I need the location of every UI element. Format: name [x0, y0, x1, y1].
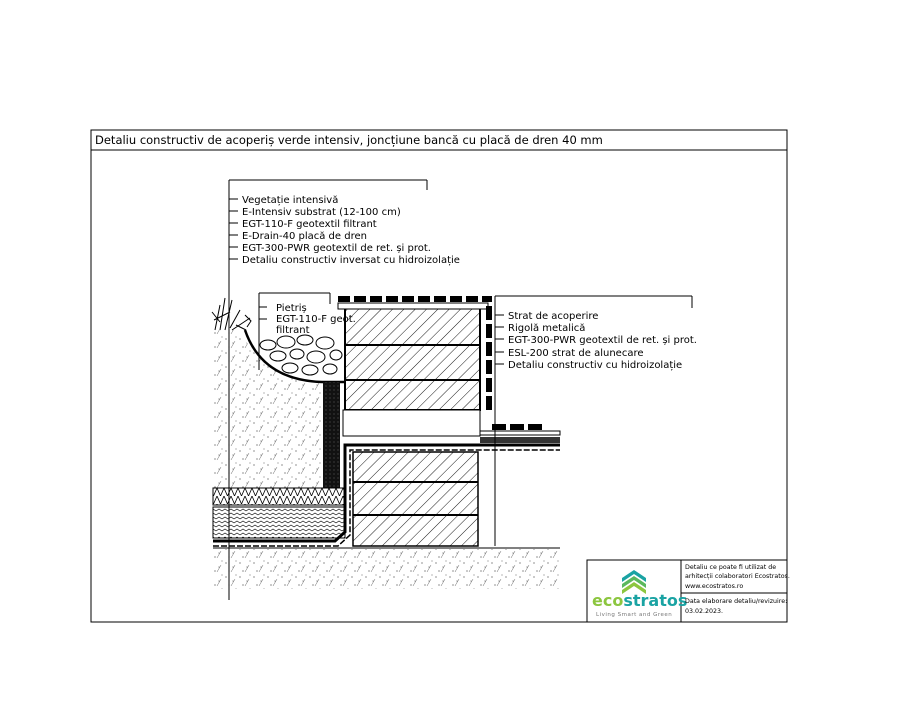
vegetation-icon: [211, 297, 252, 331]
label-gravel: Pietriș: [276, 303, 307, 314]
drain-column: [323, 382, 340, 488]
ground-slab: [213, 549, 560, 589]
substrate-area: [213, 330, 323, 488]
waterproofing-membrane: [213, 443, 560, 543]
title-block: ecostratos Living Smart and Green Detali…: [586, 559, 790, 623]
label-substrate: E-Intensiv substrat (12-100 cm): [242, 207, 401, 218]
date-label: Data elaborare detaliu/revizuire:: [685, 598, 787, 605]
insulation-layer: [212, 506, 346, 539]
bench-cap: [337, 296, 492, 410]
gravel-leader: [258, 292, 331, 370]
label-slip-layer: ESL-200 strat de alunecare: [508, 348, 644, 359]
label-metal-gutter: Rigolă metalică: [508, 323, 585, 334]
paving: [479, 424, 561, 443]
ecostratos-logo-icon: [622, 570, 646, 594]
label-waterproof-detail: Detaliu constructiv cu hidroizolație: [508, 360, 682, 371]
usage-note-line2: arhitecții colaboratori Ecostratos.: [685, 573, 790, 581]
label-geotextile-protection-right: EGT-300-PWR geotextil de ret. și prot.: [508, 335, 697, 346]
label-cover-layer: Strat de acoperire: [508, 311, 598, 322]
label-gravel-geotextile-cont: filtrant: [276, 325, 310, 336]
logo-wordmark: ecostratos: [592, 591, 687, 610]
right-leader: [494, 295, 693, 546]
usage-note-line1: Detaliu ce poate fi utilizat de: [685, 564, 776, 571]
label-inverted-detail: Detaliu constructiv inversat cu hidroizo…: [242, 255, 460, 266]
drawing-title: Detaliu constructiv de acoperiș verde in…: [95, 133, 603, 147]
label-geotextile-protection: EGT-300-PWR geotextil de ret. și prot.: [242, 243, 431, 254]
label-drain-board: E-Drain-40 placă de dren: [242, 231, 367, 242]
drawing-frame: [90, 129, 788, 623]
bench-lower-block: [352, 451, 479, 547]
gravel-area: [243, 329, 345, 384]
label-vegetation: Vegetație intensivă: [242, 195, 338, 206]
revision-date: 03.02.2023.: [685, 608, 723, 615]
bench-upper-block: [342, 307, 481, 437]
drainage-board: [212, 487, 346, 506]
label-gravel-geotextile: EGT-110-F geot.: [276, 314, 356, 325]
left-leader: [228, 179, 428, 600]
logo-slogan: Living Smart and Green: [596, 612, 672, 618]
website-link[interactable]: www.ecostratos.ro: [685, 583, 743, 590]
label-geotextile-filter: EGT-110-F geotextil filtrant: [242, 219, 377, 230]
